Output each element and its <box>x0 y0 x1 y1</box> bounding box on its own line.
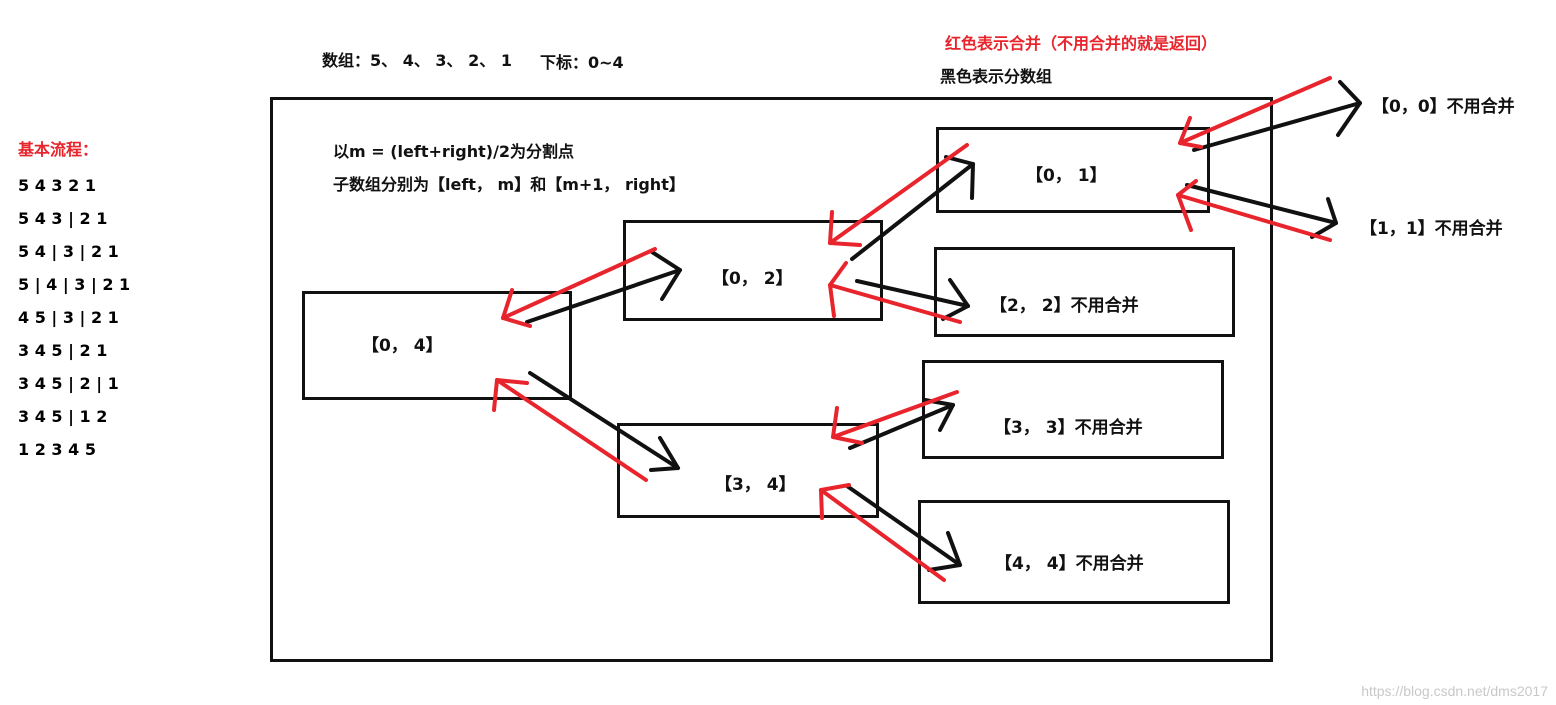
flow-step: 3 4 5 | 1 2 <box>18 407 108 426</box>
node-0-1 <box>936 127 1210 213</box>
node-label-2-2: 【2， 2】不用合并 <box>990 296 1139 316</box>
node-label-3-3: 【3， 3】不用合并 <box>994 418 1143 438</box>
node-3-3 <box>922 360 1224 459</box>
node-label-0-0: 【0，0】不用合并 <box>1372 97 1515 117</box>
flow-step: 3 4 5 | 2 1 <box>18 341 108 360</box>
node-label-0-1: 【0， 1】 <box>1026 166 1107 186</box>
split-arrows <box>525 80 1362 572</box>
merge-arrow-3-3-to-3-4 <box>831 390 959 445</box>
flow-list: 基本流程： 5 4 3 2 1 5 4 3 | 2 1 5 4 | 3 | 2 … <box>18 140 130 473</box>
flow-step: 5 4 | 3 | 2 1 <box>18 242 119 261</box>
split-arrow-0-4-to-3-4 <box>528 371 680 472</box>
merge-arrow-2-2-to-0-2 <box>828 261 962 324</box>
merge-arrow-0-1-to-0-2 <box>828 143 969 247</box>
node-label-4-4: 【4， 4】不用合并 <box>995 554 1144 574</box>
node-label-0-4: 【0， 4】 <box>362 336 443 356</box>
legend-black: 黑色表示分数组 <box>940 67 1053 86</box>
node-4-4 <box>918 500 1230 604</box>
watermark: https://blog.csdn.net/dms2017 <box>1361 683 1548 699</box>
note-subarrays: 子数组分别为【left， m】和【m+1， right】 <box>333 175 685 194</box>
node-label-1-1: 【1，1】不用合并 <box>1360 219 1503 239</box>
split-arrow-0-1-to-0-0 <box>1192 80 1362 152</box>
node-0-2 <box>623 220 883 321</box>
flow-step: 5 | 4 | 3 | 2 1 <box>18 275 131 294</box>
node-label-3-4: 【3， 4】 <box>715 475 796 495</box>
split-arrow-0-4-to-0-2 <box>525 250 682 324</box>
merge-arrow-4-4-to-3-4 <box>819 483 946 582</box>
merge-arrows <box>492 76 1332 582</box>
flow-title: 基本流程： <box>18 140 99 159</box>
outer-frame <box>270 97 1273 662</box>
legend-red: 红色表示合并（不用合并的就是返回） <box>945 34 1218 53</box>
merge-arrow-0-0-to-0-1 <box>1178 76 1332 149</box>
merge-arrow-1-1-to-0-1 <box>1176 179 1332 242</box>
split-arrow-0-2-to-2-2 <box>855 278 970 321</box>
split-arrow-0-1-to-1-1 <box>1185 183 1338 239</box>
merge-arrow-0-2-to-0-4 <box>501 247 657 328</box>
array-label: 数组：5、 4、 3、 2、 1 <box>322 51 512 70</box>
node-0-4 <box>302 291 572 400</box>
node-3-4 <box>617 423 879 518</box>
index-label: 下标：0~4 <box>540 53 624 72</box>
flow-step: 5 4 3 | 2 1 <box>18 209 108 228</box>
split-arrow-3-4-to-4-4 <box>845 484 962 572</box>
flow-step: 3 4 5 | 2 | 1 <box>18 374 119 393</box>
flow-step: 4 5 | 3 | 2 1 <box>18 308 119 327</box>
flow-step: 5 4 3 2 1 <box>18 176 96 195</box>
node-label-0-2: 【0， 2】 <box>712 269 793 289</box>
node-2-2 <box>934 247 1235 337</box>
flow-step: 1 2 3 4 5 <box>18 440 96 459</box>
merge-arrow-3-4-to-0-4 <box>492 378 648 482</box>
split-arrow-0-2-to-0-1 <box>850 155 975 261</box>
note-split-point: 以m = (left+right)/2为分割点 <box>333 142 575 161</box>
